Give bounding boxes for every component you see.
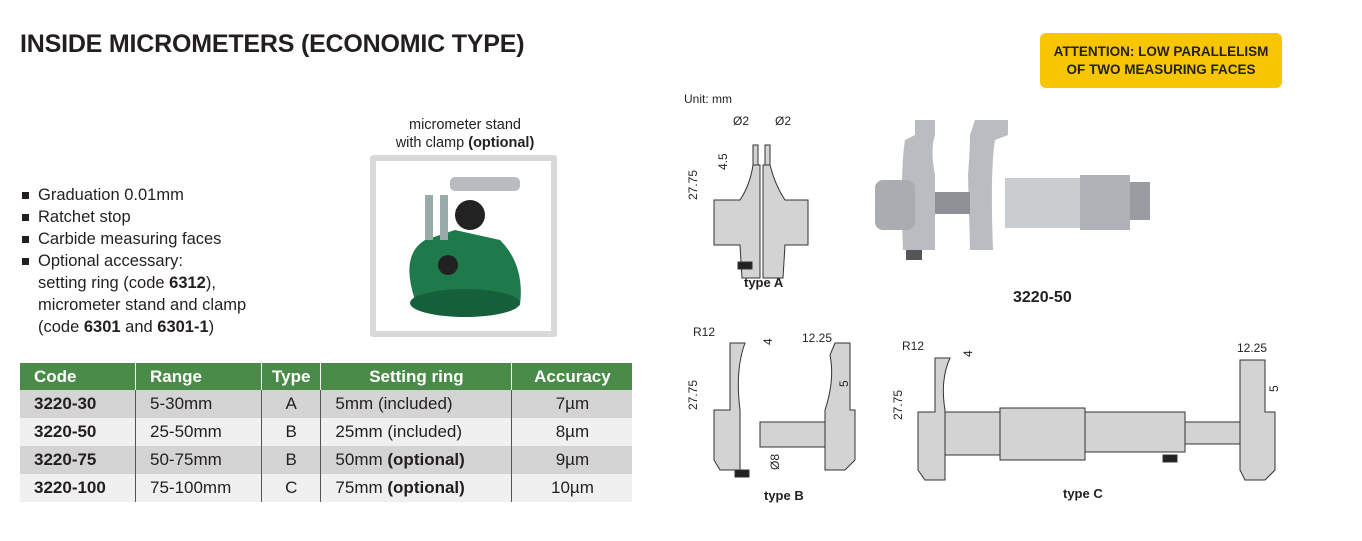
attention-line-1: ATTENTION: LOW PARALLELISM (1053, 43, 1269, 59)
type-b-label: type B (764, 488, 804, 503)
micrometer-photo (875, 120, 1150, 260)
cell-code: 3220-75 (34, 450, 97, 469)
cell-code: 3220-100 (34, 478, 106, 497)
type-c-label: type C (1063, 486, 1103, 501)
cell-ring: 50mm (optional) (320, 446, 513, 474)
cell-code: 3220-30 (34, 394, 97, 413)
feature-list: Graduation 0.01mm Ratchet stop Carbide m… (20, 184, 246, 338)
dim-c-r: R12 (902, 339, 924, 353)
dim-b-h: 27.75 (686, 380, 700, 410)
type-b-drawing (713, 342, 856, 478)
cell-type: A (261, 390, 322, 418)
cell-range: 25-50mm (135, 418, 262, 446)
feature-item: Optional accessary: (20, 250, 246, 272)
cell-range: 75-100mm (135, 474, 262, 502)
dim-c-h: 27.75 (891, 390, 905, 420)
col-code: Code (20, 363, 136, 390)
spec-table: Code Range Type Setting ring Accuracy 32… (20, 363, 633, 502)
text: setting ring (code (38, 274, 170, 292)
cell-ring: 25mm (included) (320, 418, 513, 446)
table-header-row: Code Range Type Setting ring Accuracy (20, 363, 633, 390)
dim-a-d1: Ø2 (733, 114, 749, 128)
stand-illustration (376, 161, 551, 331)
feature-subline: (code 6301 and 6301-1) (20, 316, 246, 338)
cell-range: 50-75mm (135, 446, 262, 474)
col-type: Type (261, 363, 322, 390)
type-a-drawing (713, 144, 809, 279)
cell-accuracy: 8µm (511, 418, 633, 446)
cell-ring: 5mm (included) (320, 390, 513, 418)
cell-type: B (261, 418, 322, 446)
code: 6301 (83, 318, 121, 336)
dim-a-h2: 27.75 (686, 170, 700, 200)
dim-b-d: Ø8 (768, 454, 782, 470)
type-c-drawing (917, 357, 1276, 481)
feature-subline: setting ring (code 6312), (20, 272, 246, 294)
col-accuracy: Accuracy (511, 363, 633, 390)
dim-b-w: 12.25 (802, 331, 832, 345)
stand-caption: micrometer stand with clamp (optional) (370, 116, 560, 152)
cell-accuracy: 7µm (511, 390, 633, 418)
dim-c-s: 5 (1267, 385, 1281, 392)
caption-line: with clamp (optional) (370, 134, 560, 152)
text: (code (38, 318, 84, 336)
col-setting-ring: Setting ring (320, 363, 513, 390)
feature-item: Graduation 0.01mm (20, 184, 246, 206)
feature-item: Carbide measuring faces (20, 228, 246, 250)
cell-ring: 75mm (optional) (320, 474, 513, 502)
text: with clamp (395, 135, 469, 151)
dim-c-t: 4 (961, 350, 975, 357)
cell-code: 3220-50 (34, 422, 97, 441)
col-range: Range (135, 363, 262, 390)
attention-badge: ATTENTION: LOW PARALLELISM OF TWO MEASUR… (1040, 33, 1282, 88)
page-title: INSIDE MICROMETERS (ECONOMIC TYPE) (20, 30, 525, 58)
attention-line-2: OF TWO MEASURING FACES (1066, 61, 1256, 77)
type-a-label: type A (744, 275, 784, 290)
feature-subline: micrometer stand and clamp (38, 296, 247, 314)
dim-b-s: 5 (837, 380, 851, 387)
dim-a-h1: 4.5 (716, 153, 730, 170)
photo-model-label: 3220-50 (1013, 289, 1072, 306)
dim-b-t: 4 (761, 338, 775, 345)
dim-c-w: 12.25 (1237, 341, 1267, 355)
cell-accuracy: 9µm (511, 446, 633, 474)
dim-b-r: R12 (693, 325, 715, 339)
code: 6301-1 (157, 318, 209, 336)
dim-a-d2: Ø2 (775, 114, 791, 128)
text: ), (205, 274, 216, 292)
code: 6312 (169, 274, 206, 292)
unit-label: Unit: mm (684, 92, 732, 106)
text: (optional) (468, 135, 535, 151)
cell-type: B (261, 446, 322, 474)
cell-accuracy: 10µm (511, 474, 633, 502)
feature-item: Ratchet stop (20, 206, 246, 228)
micrometer-stand-image (370, 155, 557, 337)
caption-line: micrometer stand (408, 117, 521, 133)
text: ) (208, 318, 215, 336)
text: and (120, 318, 158, 336)
cell-type: C (261, 474, 322, 502)
cell-range: 5-30mm (135, 390, 262, 418)
